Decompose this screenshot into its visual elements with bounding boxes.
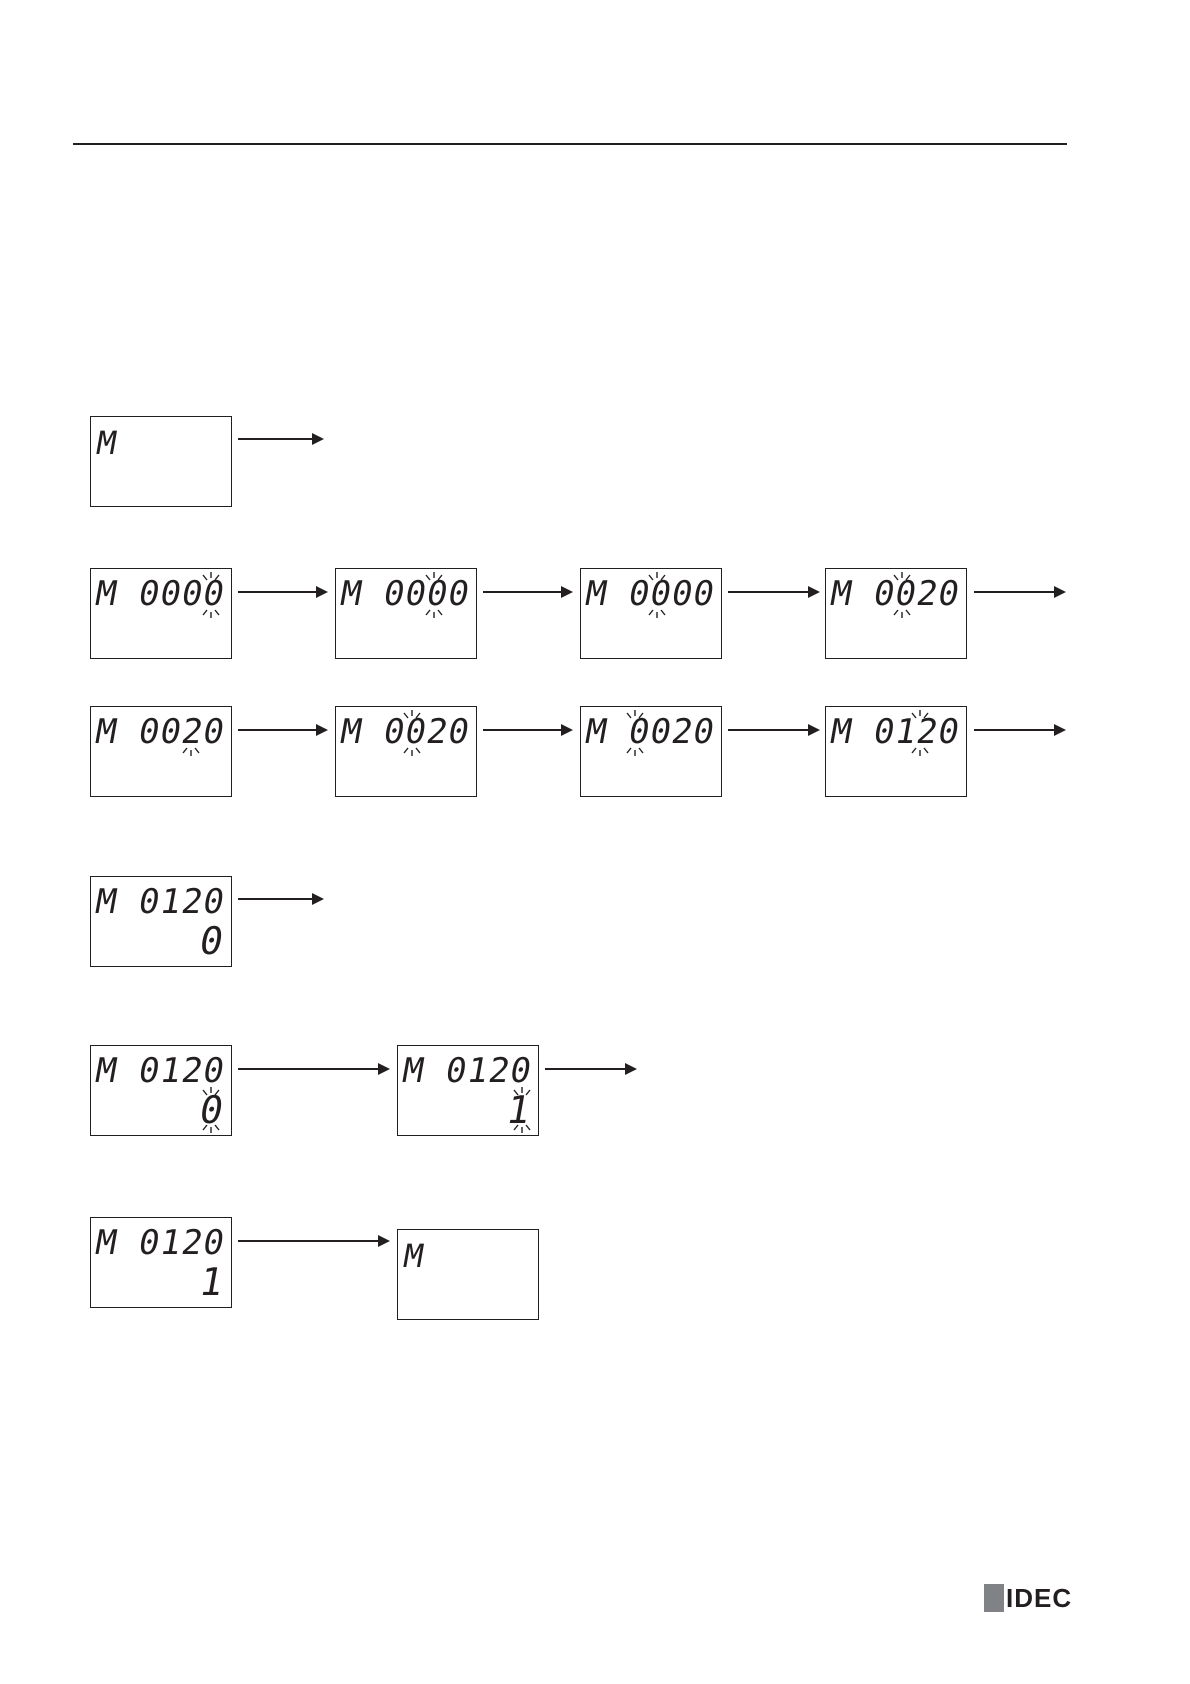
lcd-line1: M 0120: [828, 713, 964, 751]
blink-indicator-icon: [908, 707, 932, 759]
arrow: [238, 591, 326, 593]
blink-indicator-icon: [199, 569, 223, 621]
lcd-line1: M 0020: [93, 713, 229, 751]
lcd-display: M 0000: [335, 568, 477, 659]
lcd-display: M: [397, 1229, 539, 1320]
blink-indicator-icon: [623, 707, 647, 759]
lcd-display: M 0020: [335, 706, 477, 797]
lcd-display: M 0020: [580, 706, 722, 797]
lcd-display: M 0000: [90, 568, 232, 659]
arrow: [974, 591, 1064, 593]
arrow: [728, 591, 818, 593]
lcd-line1: M: [401, 1238, 427, 1274]
lcd-line1: M: [94, 425, 120, 461]
lcd-display: M 0120 1: [397, 1045, 539, 1136]
lcd-display: M: [90, 416, 232, 507]
blink-indicator-icon: [645, 569, 669, 621]
blink-indicator-icon: [199, 1084, 223, 1136]
arrow: [238, 1240, 388, 1242]
arrow: [974, 729, 1064, 731]
lcd-display: M 0000: [580, 568, 722, 659]
arrow: [545, 1068, 635, 1070]
blink-indicator-icon: [510, 1084, 534, 1136]
arrow: [238, 1068, 388, 1070]
arrow: [483, 729, 571, 731]
lcd-line1: M 0020: [583, 713, 719, 751]
blink-indicator-icon: [422, 569, 446, 621]
blink-indicator-icon: [400, 707, 424, 759]
lcd-line1: M 0000: [338, 575, 474, 613]
lcd-display: M 0120: [825, 706, 967, 797]
lcd-line2: 1: [196, 1260, 227, 1304]
arrow: [483, 591, 571, 593]
lcd-line1: M 0120: [93, 883, 229, 921]
lcd-line1: M 0120: [93, 1224, 229, 1262]
lcd-display: M 0120 1: [90, 1217, 232, 1308]
lcd-display: M 0120 0: [90, 1045, 232, 1136]
lcd-display: M 0020: [825, 568, 967, 659]
lcd-line2: 0: [196, 919, 227, 963]
arrow: [728, 729, 818, 731]
header-rule: [73, 143, 1067, 145]
logo-bar: [984, 1584, 1004, 1612]
arrow: [238, 898, 322, 900]
arrow: [238, 438, 322, 440]
logo-text: IDEC: [1006, 1583, 1072, 1613]
lcd-display: M 0020: [90, 706, 232, 797]
arrow: [238, 729, 326, 731]
blink-indicator-icon: [179, 707, 203, 759]
lcd-display: M 0120 0: [90, 876, 232, 967]
blink-indicator-icon: [890, 569, 914, 621]
